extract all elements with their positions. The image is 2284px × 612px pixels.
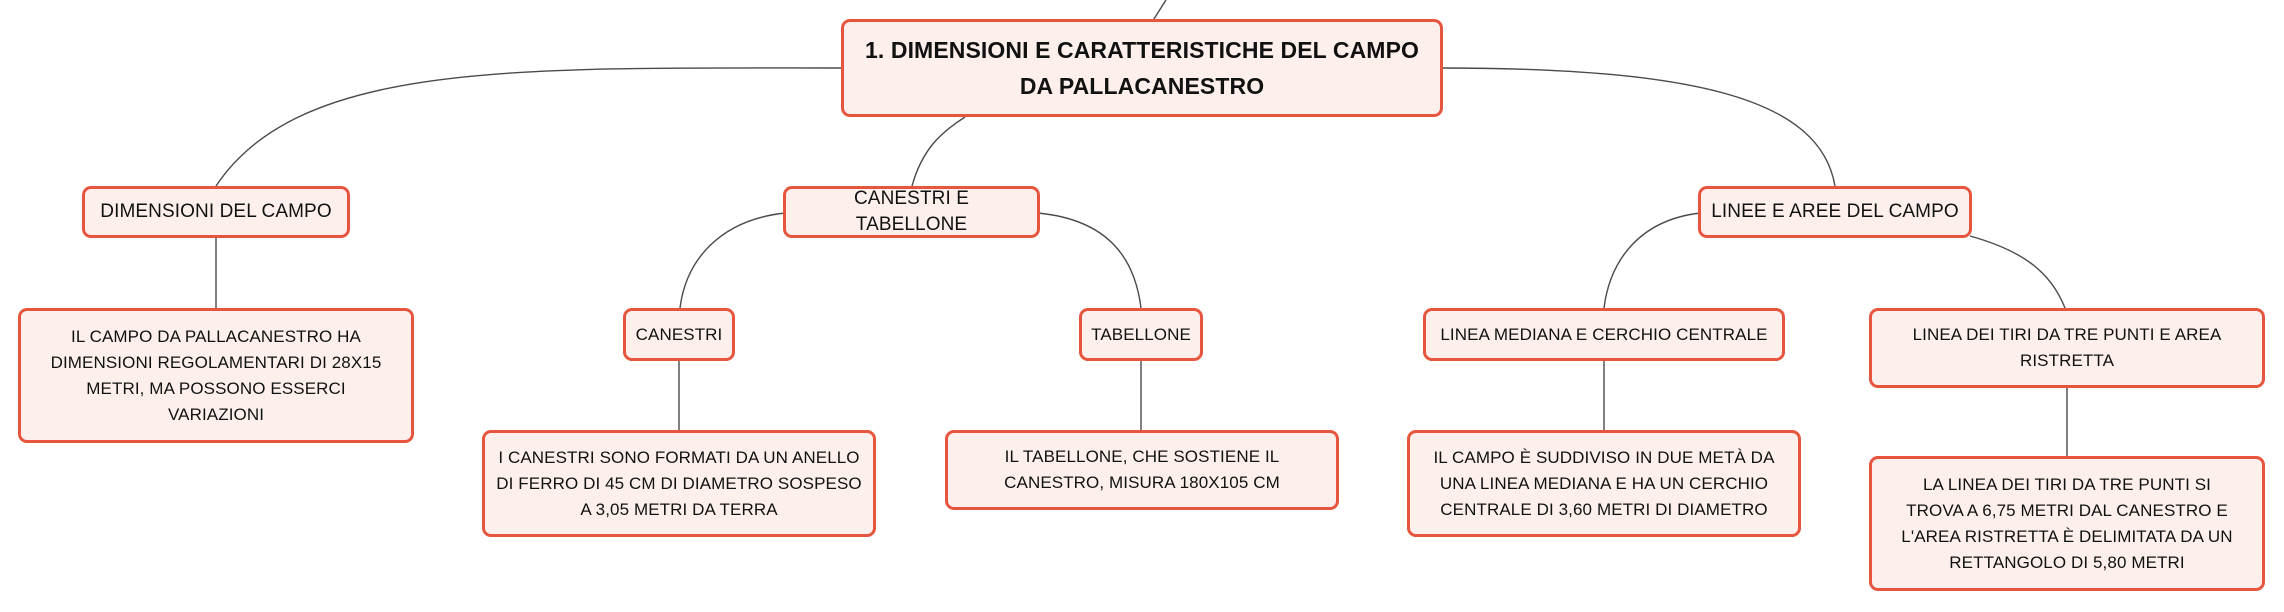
topic-linee-e-aree-del-campo[interactable]: LINEE E AREE DEL CAMPO [1698,186,1972,238]
connector-la-trepunti [1969,235,2066,309]
detail-linea-mediana[interactable]: IL CAMPO È SUDDIVISO IN DUE METÀ DA UNA … [1407,430,1801,537]
topic-linea-mediana-e-cerchio-centrale[interactable]: LINEA MEDIANA E CERCHIO CENTRALE [1423,308,1785,361]
topic-canestri[interactable]: CANESTRI [623,308,735,361]
connector-root-linee-aree [1440,67,1836,187]
detail-linea-dei-tiri-da-tre-punti[interactable]: LA LINEA DEI TIRI DA TRE PUNTI SI TROVA … [1869,456,2265,591]
connector-ct-canestri [679,212,786,309]
connector-root-parent [1151,0,1167,23]
topic-tabellone[interactable]: TABELLONE [1079,308,1203,361]
topic-linea-dei-tiri-da-tre-punti[interactable]: LINEA DEI TIRI DA TRE PUNTI E AREA RISTR… [1869,308,2265,388]
detail-tabellone[interactable]: IL TABELLONE, CHE SOSTIENE IL CANESTRO, … [945,430,1339,510]
connector-la-mediana [1603,212,1701,309]
topic-dimensioni-del-campo[interactable]: DIMENSIONI DEL CAMPO [82,186,350,238]
detail-dimensioni-del-campo[interactable]: IL CAMPO DA PALLACANESTRO HA DIMENSIONI … [18,308,414,443]
detail-canestri[interactable]: I CANESTRI SONO FORMATI DA UN ANELLO DI … [482,430,876,537]
connector-root-dimensioni [215,67,844,187]
topic-canestri-e-tabellone[interactable]: CANESTRI E TABELLONE [783,186,1040,238]
connector-root-canestri-tabellone [911,116,966,187]
root-topic[interactable]: 1. DIMENSIONI E CARATTERISTICHE DEL CAMP… [841,19,1443,117]
connector-ct-tabellone [1037,212,1142,309]
